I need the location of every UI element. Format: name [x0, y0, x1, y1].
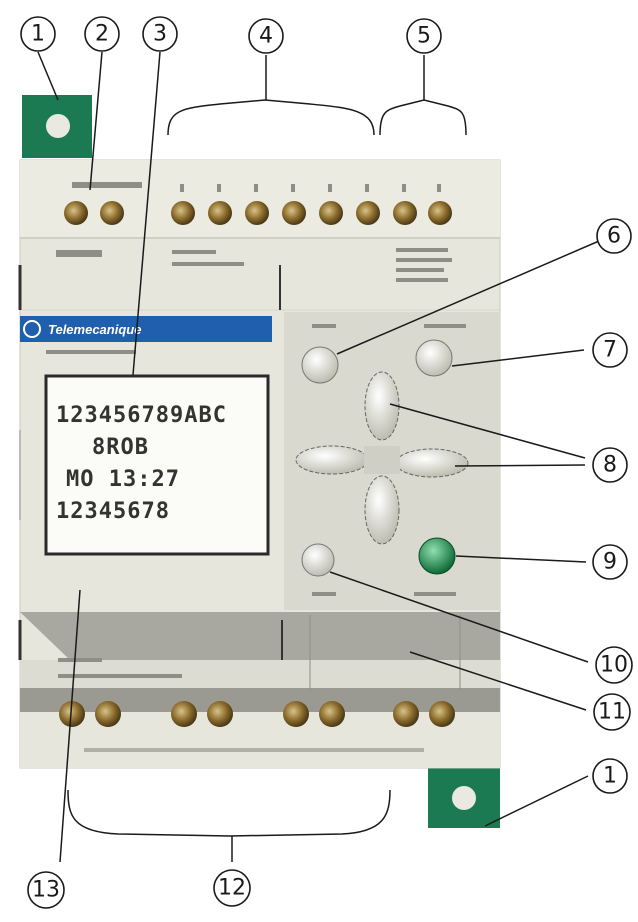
svg-text:1: 1: [603, 764, 617, 789]
button-escape[interactable]: [302, 347, 338, 383]
callout-5: 5: [407, 19, 441, 53]
mounting-tab-bottom: [428, 768, 500, 828]
svg-text:6: 6: [607, 224, 621, 249]
lcd-line-1: 123456789ABC: [56, 403, 227, 428]
mounting-tab-top: [22, 95, 92, 158]
svg-text:12: 12: [218, 876, 246, 901]
nav-down-button[interactable]: [365, 476, 399, 544]
svg-text:13: 13: [32, 878, 60, 903]
lcd-line-4: 12345678: [56, 499, 170, 524]
callout-1-top: 1: [21, 17, 55, 51]
nav-right-button[interactable]: [396, 449, 468, 477]
svg-text:4: 4: [259, 24, 273, 49]
callout-10: 10: [596, 647, 632, 683]
svg-text:8: 8: [603, 453, 617, 478]
callout-8: 8: [593, 448, 627, 482]
nav-up-button[interactable]: [365, 372, 399, 440]
svg-text:1: 1: [31, 22, 45, 47]
callout-12: 12: [214, 870, 250, 906]
callout-11: 11: [594, 694, 630, 730]
callout-2: 2: [85, 17, 119, 51]
lcd-display: 123456789ABC 8ROB MO 13:27 12345678: [46, 376, 268, 554]
callout-6: 6: [597, 219, 631, 253]
callout-1-bottom: 1: [593, 759, 627, 793]
svg-text:3: 3: [153, 22, 167, 47]
svg-text:9: 9: [603, 550, 617, 575]
svg-text:5: 5: [417, 24, 431, 49]
lcd-line-2: 8ROB: [92, 435, 149, 460]
callout-4: 4: [249, 19, 283, 53]
button-ok[interactable]: [419, 538, 455, 574]
button-menu[interactable]: [416, 340, 452, 376]
svg-text:7: 7: [603, 338, 617, 363]
callout-9: 9: [593, 545, 627, 579]
callout-13: 13: [28, 872, 64, 908]
callout-7: 7: [593, 333, 627, 367]
callout-3: 3: [143, 17, 177, 51]
svg-text:10: 10: [600, 653, 628, 678]
button-shift[interactable]: [302, 544, 334, 576]
svg-text:11: 11: [598, 700, 626, 725]
brand-label: Telemecanique: [48, 322, 141, 337]
lcd-line-3: MO 13:27: [66, 467, 180, 492]
nav-left-button[interactable]: [296, 446, 368, 474]
svg-text:2: 2: [95, 22, 109, 47]
